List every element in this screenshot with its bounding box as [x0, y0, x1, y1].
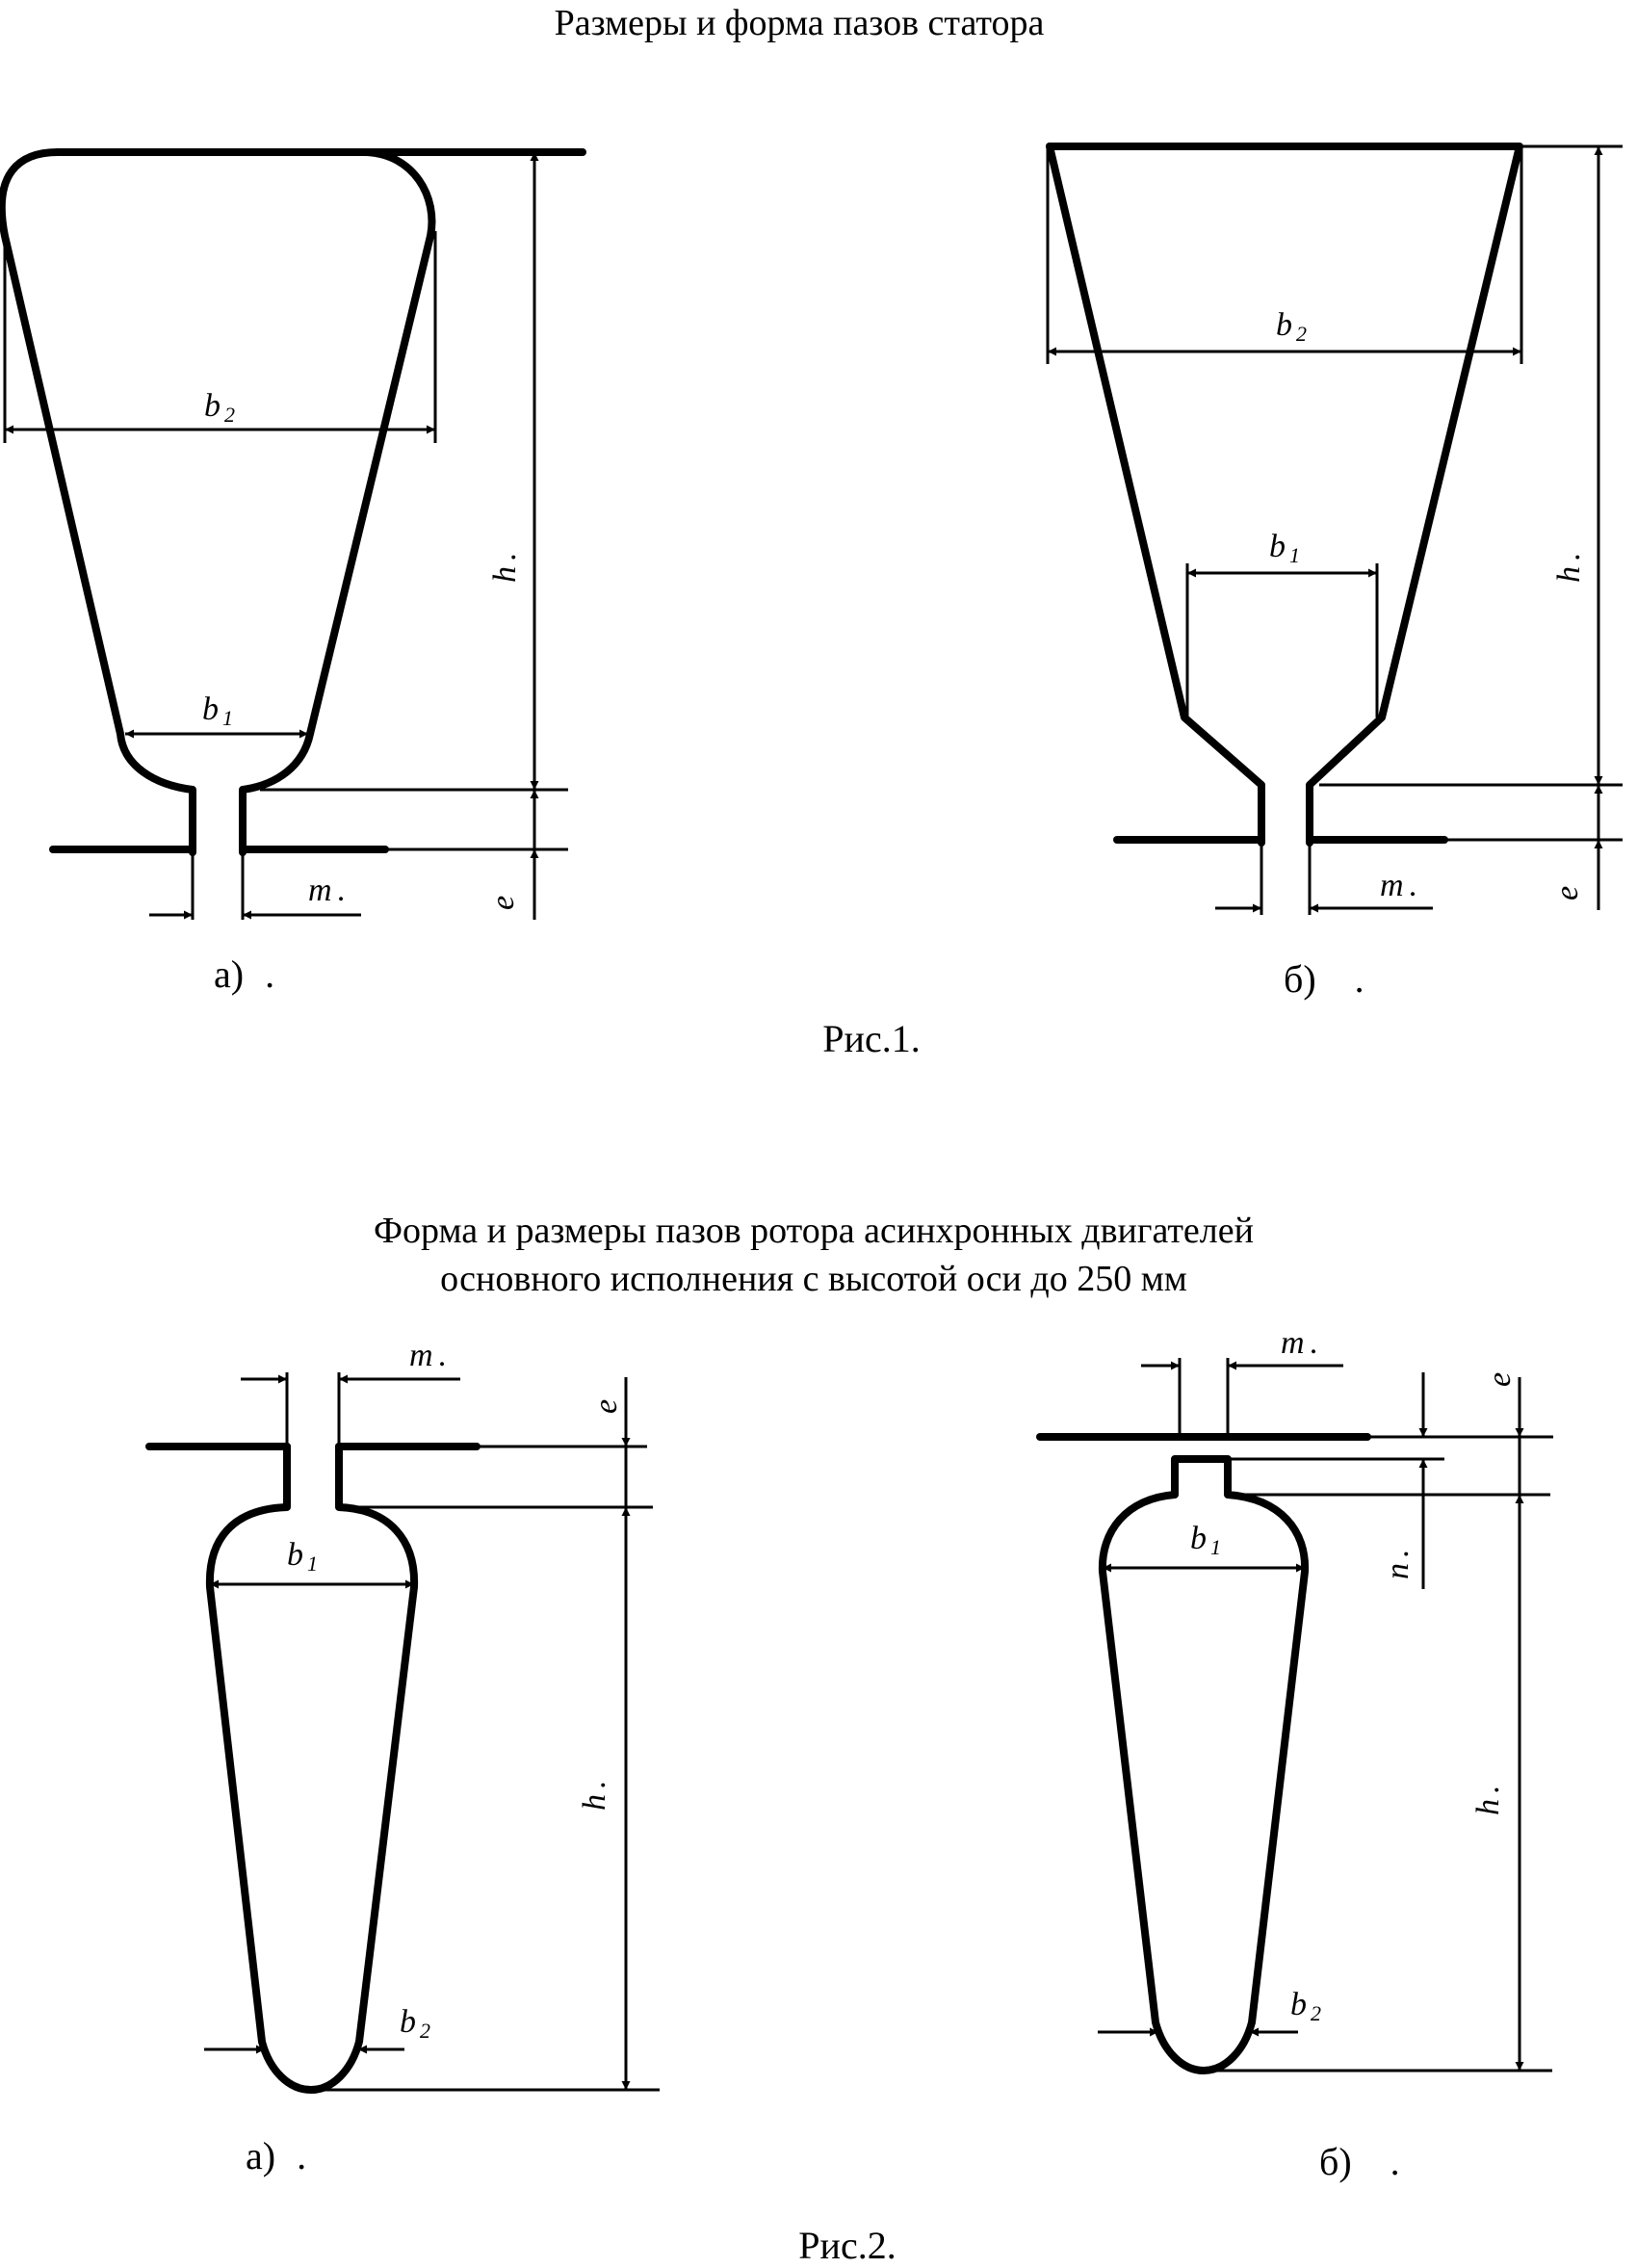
fig2b-h-label: h. — [1470, 1786, 1506, 1816]
fig2a-m-label: m. — [409, 1338, 447, 1373]
fig1a-h-label: h. — [487, 553, 523, 584]
fig1b-e-label: e — [1549, 886, 1585, 900]
fig2b-e-label: e — [1482, 1372, 1518, 1387]
fig2a-slot-outline — [205, 1443, 419, 2094]
fig2b-tag: б). — [1319, 2140, 1400, 2183]
fig2b-m-label: m. — [1281, 1325, 1318, 1361]
fig1b-h-label: h. — [1551, 553, 1587, 584]
fig2a-h-label: h. — [577, 1781, 612, 1812]
fig1b-m-label: m. — [1380, 868, 1417, 903]
fig2b-slot-outline — [1098, 1455, 1310, 2074]
fig2a-e-label: e — [588, 1399, 624, 1414]
fig1b-tag: б). — [1284, 957, 1364, 1001]
fig1-caption: Рис.1. — [822, 1017, 920, 1060]
fig1a-tag: а). — [214, 952, 274, 996]
fig1a-e-label: e — [485, 896, 521, 910]
fig2-title-line2: основного исполнения с высотой оси до 25… — [440, 1259, 1187, 1299]
fig2b-n-label: n. — [1380, 1550, 1416, 1580]
fig2-title-line1: Форма и размеры пазов ротора асинхронных… — [374, 1211, 1254, 1251]
fig1-title: Размеры и форма пазов статора — [555, 3, 1045, 43]
fig1a-slot-outline — [0, 148, 436, 856]
fig2a-tag: а). — [246, 2134, 306, 2177]
fig1b-slot-outline — [1046, 143, 1523, 847]
fig1a-m-label: m. — [308, 873, 346, 908]
fig2-caption: Рис.2. — [798, 2224, 896, 2267]
